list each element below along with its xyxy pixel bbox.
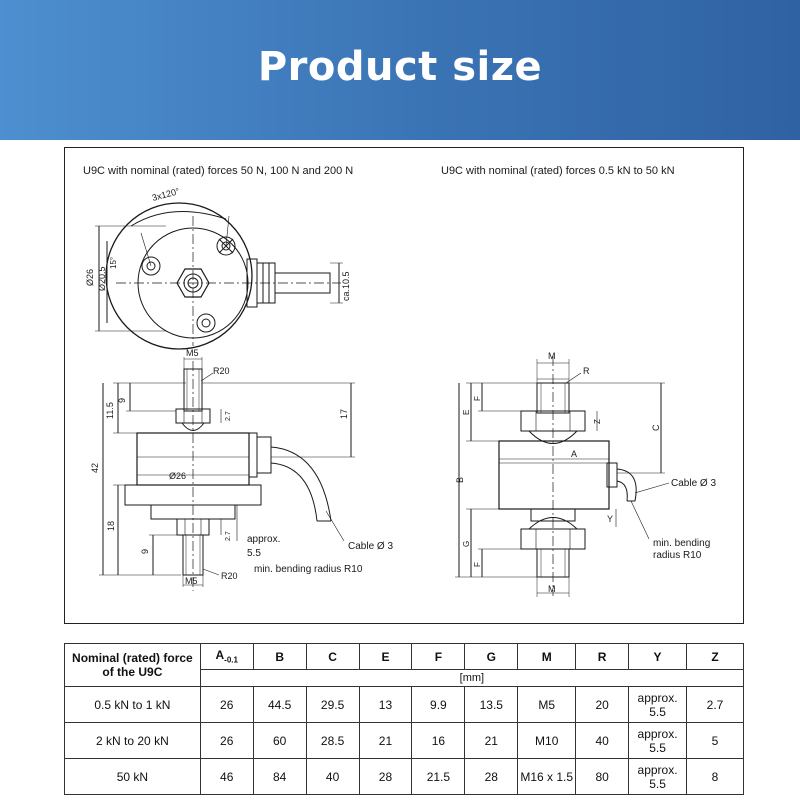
dim-y: Y	[607, 514, 613, 524]
dim-42: 42	[90, 463, 100, 473]
cell-b: 60	[252, 722, 307, 759]
dim-17: 17	[339, 409, 349, 419]
cell-f: 9.9	[411, 686, 466, 723]
label-bending-left: min. bending radius R10	[254, 564, 363, 575]
caption-right: U9C with nominal (rated) forces 0.5 kN t…	[441, 165, 675, 177]
dim-dia205: Ø20.5	[97, 266, 107, 291]
header-z: Z	[686, 643, 744, 670]
cell-b: 44.5	[252, 686, 307, 723]
label-bending-right-2: radius R10	[653, 550, 702, 561]
cell-g: 28	[464, 758, 519, 795]
dim-2-7-top: 2.7	[225, 411, 232, 421]
table-row: 2 kN to 20 kN 26 60 28.5 21 16 21 M10 40…	[64, 722, 744, 759]
dim-11-5: 11.5	[105, 402, 115, 419]
header-r: R	[575, 643, 630, 670]
cell-c: 29.5	[305, 686, 360, 723]
cell-m: M5	[517, 686, 577, 723]
label-bending-right-1: min. bending	[653, 538, 710, 549]
header-force: Nominal (rated) force of the U9C	[64, 643, 201, 687]
table-row: 50 kN 46 84 40 28 21.5 28 M16 x 1.5 80 a…	[64, 758, 744, 795]
cell-c: 40	[305, 758, 360, 795]
dim-2-7-bot: 2.7	[225, 531, 232, 541]
cell-r: 20	[575, 686, 630, 723]
label-m-top: M	[548, 351, 556, 361]
label-r20-bot: R20	[221, 571, 238, 581]
table-row: 0.5 kN to 1 kN 26 44.5 29.5 13 9.9 13.5 …	[64, 686, 744, 723]
cell-e: 28	[358, 758, 413, 795]
left-side-view: 11.5 9 42 18 9 2.7 2.7 17 Ø26	[90, 348, 393, 591]
cell-f: 16	[411, 722, 466, 759]
label-m5-bot: M5	[185, 576, 198, 586]
dim-ca105: ca.10.5	[341, 271, 351, 301]
top-view: 3x120° 15° Ø26 Ø20.5 ca.10.5	[85, 186, 351, 350]
cell-a: 26	[199, 722, 254, 759]
label-m5-top: M5	[186, 348, 199, 358]
table-header-row: Nominal (rated) force of the U9C A-0.1 B…	[64, 643, 744, 687]
cell-force: 50 kN	[64, 758, 201, 795]
dim-dia26-side: Ø26	[169, 471, 186, 481]
dim-b: B	[455, 477, 465, 483]
header-banner: Product size	[0, 0, 800, 140]
cell-z: 8	[686, 758, 744, 795]
cell-m: M16 x 1.5	[517, 758, 577, 795]
cell-m: M10	[517, 722, 577, 759]
cell-b: 84	[252, 758, 307, 795]
cell-a: 46	[199, 758, 254, 795]
header-b: B	[252, 643, 307, 670]
cell-y: approx.5.5	[628, 758, 688, 795]
label-m-bot: M	[548, 584, 556, 594]
unit-label: [mm]	[199, 669, 745, 687]
cell-force: 2 kN to 20 kN	[64, 722, 201, 759]
dim-f-top: F	[473, 396, 482, 401]
technical-drawing-frame: U9C with nominal (rated) forces 50 N, 10…	[64, 147, 744, 624]
cell-c: 28.5	[305, 722, 360, 759]
header-m: M	[517, 643, 577, 670]
dim-18: 18	[106, 521, 116, 531]
header-f: F	[411, 643, 466, 670]
caption-left: U9C with nominal (rated) forces 50 N, 10…	[83, 165, 353, 177]
header-e: E	[358, 643, 413, 670]
label-r: R	[583, 366, 590, 376]
label-approx-value: 5.5	[247, 548, 261, 559]
dimensions-table: Nominal (rated) force of the U9C A-0.1 B…	[64, 643, 745, 795]
dim-z: Z	[593, 419, 602, 424]
dim-9-top: 9	[117, 398, 127, 403]
cell-e: 21	[358, 722, 413, 759]
label-approx: approx.	[247, 534, 280, 545]
dim-f-bot: F	[473, 562, 482, 567]
cell-r: 40	[575, 722, 630, 759]
cell-y: approx.5.5	[628, 722, 688, 759]
cell-g: 21	[464, 722, 519, 759]
dim-9-bot: 9	[140, 549, 150, 554]
cell-z: 2.7	[686, 686, 744, 723]
cell-a: 26	[199, 686, 254, 723]
cell-r: 80	[575, 758, 630, 795]
angle-label: 3x120°	[151, 186, 181, 203]
dim-dia26-top: Ø26	[85, 269, 95, 286]
label-cable-left: Cable Ø 3	[348, 541, 393, 552]
header-a: A-0.1	[199, 643, 254, 670]
cell-y: approx.5.5	[628, 686, 688, 723]
header-c: C	[305, 643, 360, 670]
dim-c: C	[651, 424, 661, 431]
right-side-view: M R E F B G F A C Z	[455, 351, 716, 597]
dim-g: G	[462, 541, 471, 547]
angle-15-label: 15°	[109, 257, 118, 269]
label-r20-top: R20	[213, 366, 230, 376]
header-g: G	[464, 643, 519, 670]
cell-e: 13	[358, 686, 413, 723]
header-y: Y	[628, 643, 688, 670]
technical-drawing: U9C with nominal (rated) forces 50 N, 10…	[83, 165, 716, 597]
page-title: Product size	[257, 44, 543, 90]
cell-f: 21.5	[411, 758, 466, 795]
label-cable-right: Cable Ø 3	[671, 478, 716, 489]
dim-e-top: E	[462, 410, 471, 415]
cell-z: 5	[686, 722, 744, 759]
cell-force: 0.5 kN to 1 kN	[64, 686, 201, 723]
cell-g: 13.5	[464, 686, 519, 723]
dim-a: A	[571, 449, 577, 459]
